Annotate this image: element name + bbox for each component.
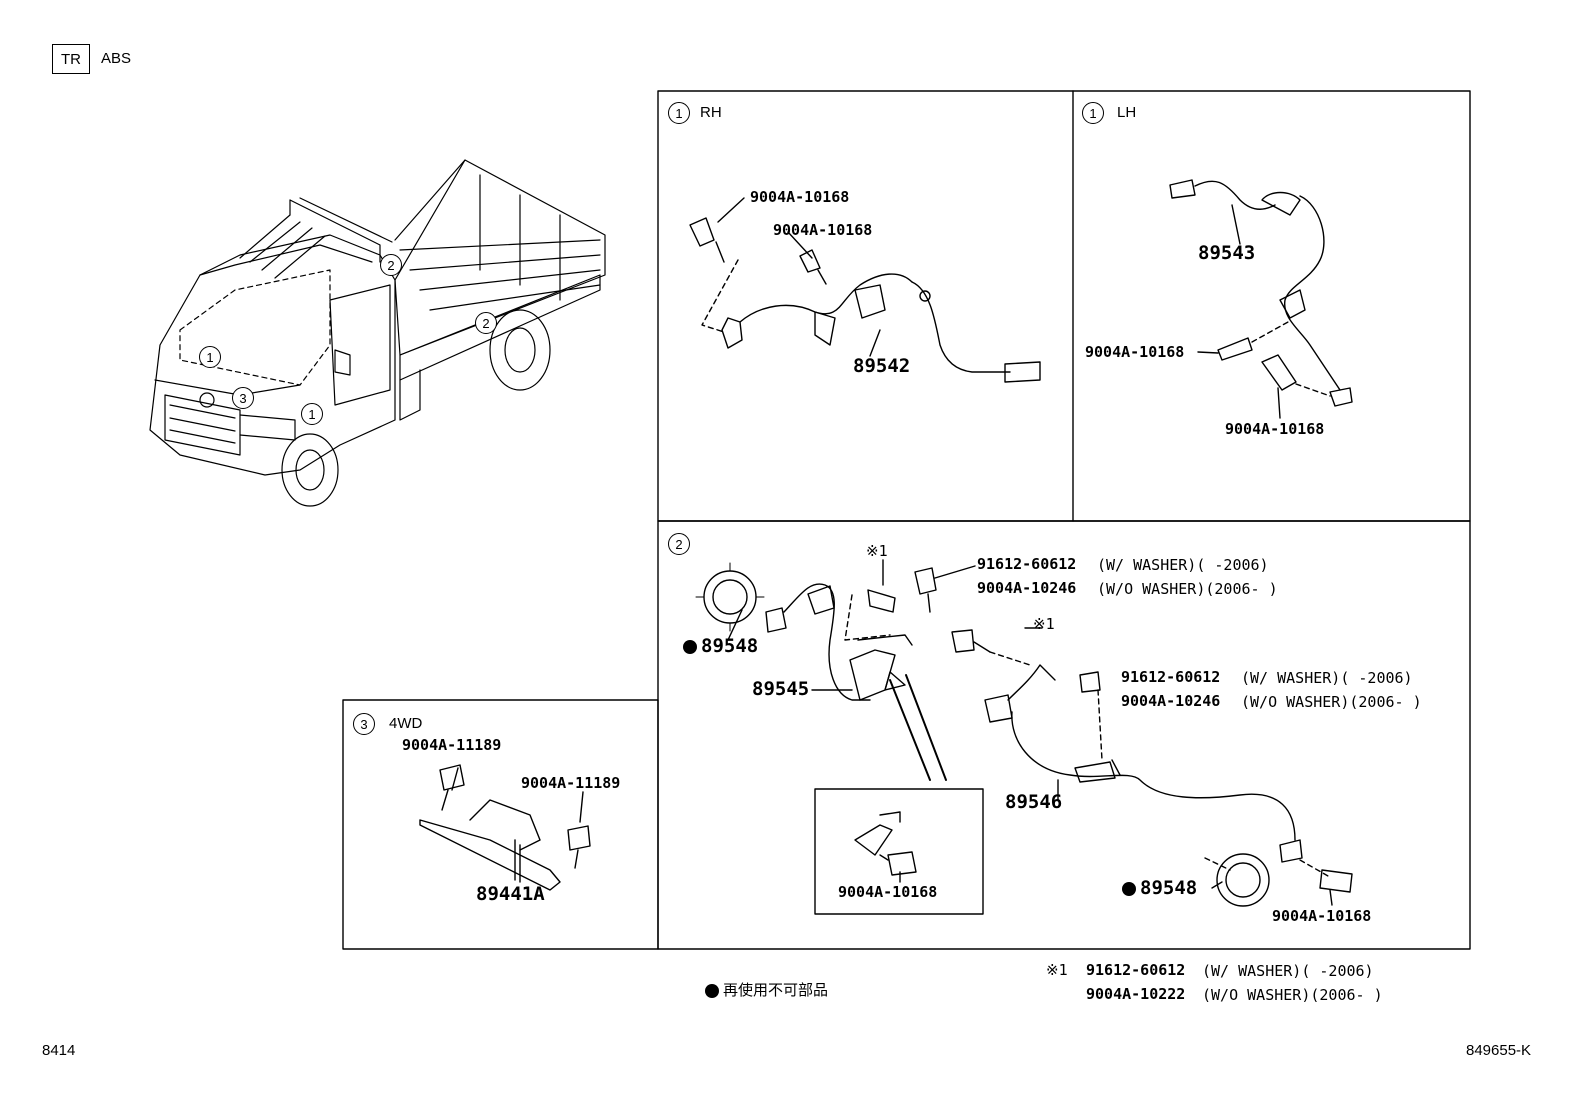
rear-bolt-top-b-note: (W/O WASHER)(2006- )	[1097, 580, 1278, 598]
truck-illustration	[149, 159, 606, 507]
lh-panel-callout: 1	[1082, 102, 1104, 124]
rear-sensor-left-partno[interactable]: 89545	[752, 678, 810, 700]
rear-sensor-right-partno[interactable]: 89546	[1005, 791, 1063, 813]
rear-sensor-drawing	[695, 559, 1353, 907]
rear-detail-bolt-partno[interactable]: 9004A-10168	[838, 883, 938, 901]
nonreusable-dot-icon	[683, 639, 697, 654]
lh-sensor-drawing	[1169, 179, 1353, 419]
footnote-mark: ※1	[1046, 961, 1068, 979]
truck-callout-1b[interactable]: 1	[301, 403, 323, 425]
rh-bolt-b-partno[interactable]: 9004A-10168	[773, 221, 873, 239]
fourwd-bracket-drawing	[419, 764, 591, 891]
truck-callout-1a[interactable]: 1	[199, 346, 221, 368]
fourwd-panel-label: 4WD	[389, 715, 423, 732]
legend-nonreusable: 再使用不可部品	[705, 983, 828, 998]
rh-sensor-partno[interactable]: 89542	[853, 355, 911, 377]
rear-mark-1-top: ※1	[866, 542, 888, 560]
fourwd-bracket-partno[interactable]: 89441A	[476, 883, 545, 905]
truck-callout-2b[interactable]: 2	[475, 312, 497, 334]
rear-bolt-top-a-partno[interactable]: 91612-60612	[977, 555, 1077, 573]
fourwd-panel-callout: 3	[353, 713, 375, 735]
truck-callout-3[interactable]: 3	[232, 387, 254, 409]
footnote-b-note: (W/O WASHER)(2006- )	[1202, 986, 1383, 1004]
footnote-b-partno[interactable]: 9004A-10222	[1086, 985, 1186, 1003]
truck-callout-2a[interactable]: 2	[380, 254, 402, 276]
rear-mark-1-mid: ※1	[1033, 615, 1055, 633]
footnote-a-partno[interactable]: 91612-60612	[1086, 961, 1186, 979]
lh-sensor-partno[interactable]: 89543	[1198, 242, 1256, 264]
lh-bolt-b-partno[interactable]: 9004A-10168	[1225, 420, 1325, 438]
footer-right-code: 849655-K	[1466, 1042, 1532, 1059]
rear-rotor-left-partno[interactable]: 89548	[683, 637, 758, 656]
rear-bolt-top-a-note: (W/ WASHER)( -2006)	[1097, 556, 1269, 574]
rear-bolt-right-partno[interactable]: 9004A-10168	[1272, 907, 1372, 925]
fourwd-bolt-b-partno[interactable]: 9004A-11189	[521, 774, 621, 792]
lh-panel-label: LH	[1117, 104, 1137, 121]
section-tag: TR	[52, 44, 90, 74]
rear-panel-callout: 2	[668, 533, 690, 555]
rear-bolt-mid-a-partno[interactable]: 91612-60612	[1121, 668, 1221, 686]
panel-frames	[342, 90, 1471, 950]
page-title: ABS	[101, 50, 132, 67]
rear-bolt-mid-b-note: (W/O WASHER)(2006- )	[1241, 693, 1422, 711]
nonreusable-dot-icon	[705, 983, 719, 998]
rear-rotor-right-partno[interactable]: 89548	[1122, 879, 1197, 898]
rh-panel-callout: 1	[668, 102, 690, 124]
nonreusable-dot-icon	[1122, 881, 1136, 896]
rear-bolt-mid-a-note: (W/ WASHER)( -2006)	[1241, 669, 1413, 687]
rh-bolt-a-partno[interactable]: 9004A-10168	[750, 188, 850, 206]
rear-bolt-mid-b-partno[interactable]: 9004A-10246	[1121, 692, 1221, 710]
footnote-a-note: (W/ WASHER)( -2006)	[1202, 962, 1374, 980]
rh-sensor-drawing	[689, 197, 1041, 383]
fourwd-bolt-a-partno[interactable]: 9004A-11189	[402, 736, 502, 754]
footer-left-code: 8414	[42, 1042, 76, 1059]
rh-panel-label: RH	[700, 104, 722, 121]
lh-bolt-a-partno[interactable]: 9004A-10168	[1085, 343, 1185, 361]
rear-bolt-top-b-partno[interactable]: 9004A-10246	[977, 579, 1077, 597]
